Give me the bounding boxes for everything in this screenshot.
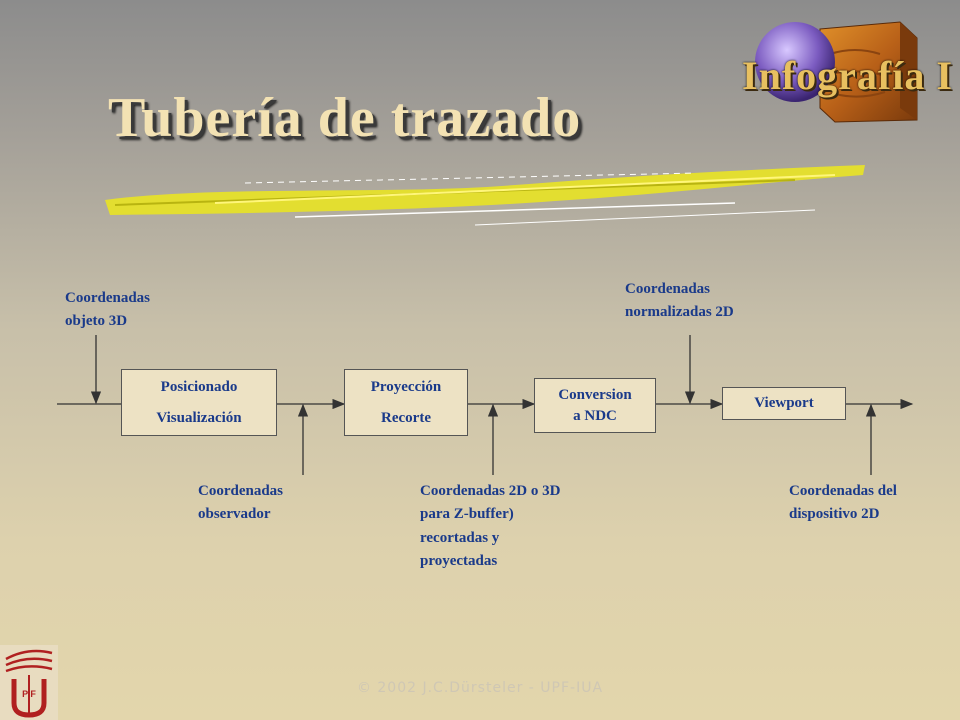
slide-footer: © 2002 J.C.Dürsteler - UPF-IUA xyxy=(356,680,604,696)
stage-conversion-ndc: Conversion a NDC xyxy=(534,378,656,433)
upf-seal-logo: P F xyxy=(0,645,58,720)
stage-proyeccion: Proyección Recorte xyxy=(344,369,468,436)
stage-proyeccion-line1: Proyección xyxy=(370,379,442,396)
stage-proyeccion-line2: Recorte xyxy=(381,409,431,426)
slide-title: Tubería de trazado xyxy=(108,87,582,149)
yellow-brush-stroke xyxy=(105,165,865,226)
stage-posicionado-line1: Posicionado xyxy=(160,379,238,396)
stage-posicionado: Posicionado Visualización xyxy=(121,369,277,436)
logo-text: Infografía I xyxy=(742,53,953,98)
label-dispositivo: Coordenadas del dispositivo 2D xyxy=(789,483,897,523)
stage-viewport-line1: Viewport xyxy=(754,395,814,412)
stage-conversion-line1: Conversion xyxy=(558,387,632,404)
label-normalizadas: Coordenadas normalizadas 2D xyxy=(625,281,734,321)
stage-viewport: Viewport xyxy=(722,387,846,420)
infografia-logo xyxy=(755,21,918,123)
label-observador: Coordenadas observador xyxy=(198,483,284,523)
svg-text:P F: P F xyxy=(22,689,36,699)
label-zbuffer: Coordenadas 2D o 3D para Z-buffer) recor… xyxy=(420,483,561,569)
label-objeto3d: Coordenadas objeto 3D xyxy=(65,290,151,330)
stage-conversion-line2: a NDC xyxy=(573,407,617,424)
stage-posicionado-line2: Visualización xyxy=(156,409,242,426)
